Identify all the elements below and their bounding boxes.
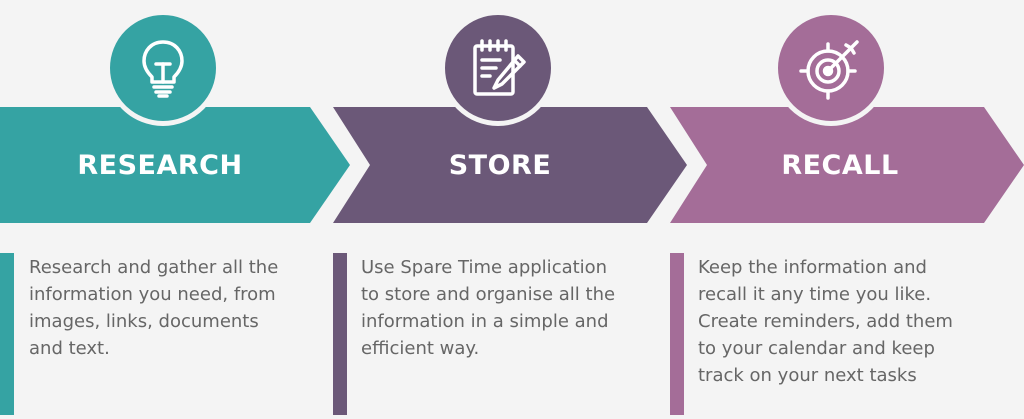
recall-icon-badge	[773, 10, 889, 126]
recall-title: RECALL	[781, 150, 899, 181]
store-arrow	[333, 107, 687, 223]
store-title: STORE	[448, 150, 552, 181]
research-accent-bar	[0, 253, 14, 415]
store-icon-badge	[440, 10, 556, 126]
recall-accent-bar	[670, 253, 684, 415]
target-arrow-icon	[799, 40, 859, 100]
recall-description: Keep the information and recall it any t…	[698, 257, 953, 386]
research-arrow	[0, 107, 350, 223]
lightbulb-icon	[142, 40, 184, 98]
research-description: Research and gather all the information …	[29, 257, 279, 359]
notepad-pencil-icon	[473, 39, 526, 96]
store-accent-bar	[333, 253, 347, 415]
store-description: Use Spare Time application to store and …	[361, 257, 616, 359]
recall-arrow	[670, 107, 1024, 223]
research-title: RESEARCH	[77, 150, 243, 181]
research-icon-badge	[105, 10, 221, 126]
